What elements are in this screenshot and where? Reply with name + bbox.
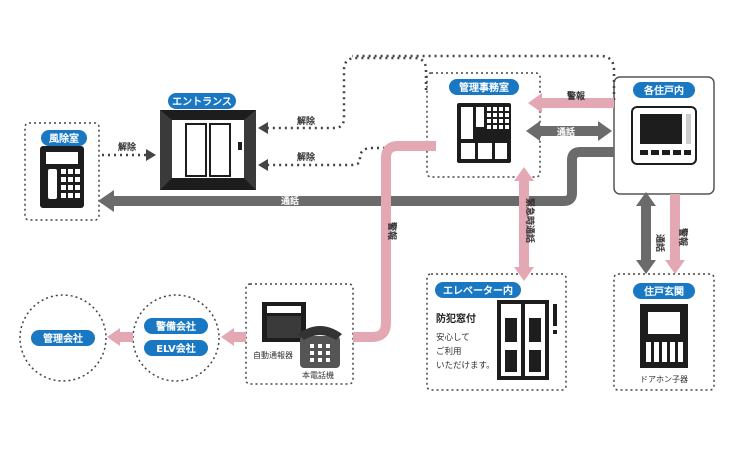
alarm-arrowhead-mgmt: [528, 93, 542, 113]
release-arrowhead-left: [146, 149, 156, 161]
elevator-note-title: 防犯窓付: [436, 312, 476, 325]
unit-door-badge: [633, 283, 695, 299]
auto-reporter-illustration: [262, 302, 306, 342]
unit-door-box: [613, 273, 715, 391]
management-label: 管理事務室: [459, 81, 509, 94]
talk-arrowhead-mgmt: [526, 121, 540, 141]
door-handset-caption: ドアホン子器: [640, 375, 688, 384]
talk-arrowhead-door-down: [636, 260, 656, 274]
emergency-arrowhead-down: [514, 267, 534, 281]
release-text-upper: 解除: [297, 115, 316, 127]
mgmt-company-label: 管理会社: [43, 332, 83, 345]
each-unit-badge: [633, 82, 695, 98]
elevator-note-line1: 安心して: [436, 332, 470, 343]
release-path-top: [352, 54, 616, 100]
talk-arrowhead-unit-up: [636, 192, 656, 206]
elevator-note-line3: いただけます。: [436, 361, 495, 371]
talk-arrowhead-vestibule: [98, 190, 114, 212]
release-path-lower: [268, 146, 427, 167]
management-console-illustration: [457, 103, 511, 163]
vestibule-label: 風除室: [49, 132, 79, 145]
elevator-box: [426, 273, 567, 391]
release-arrowhead-lower: [258, 159, 268, 171]
release-arrowhead-upper: [258, 122, 268, 134]
elv-badge: [144, 340, 208, 356]
talk-text-mgmt-unit: 通話: [557, 126, 575, 138]
release-path-upper: [268, 56, 428, 130]
talk-arrowhead-unit: [598, 121, 612, 141]
alarm-arrowhead-security: [221, 328, 234, 346]
entrance-door-illustration: [160, 110, 256, 190]
security-label: 警備会社: [155, 320, 196, 333]
elevator-badge: [435, 282, 521, 298]
entrance-badge: [168, 93, 236, 109]
security-company-circle: [132, 294, 220, 382]
emergency-talk-text: 緊急時通話: [524, 198, 536, 243]
talk-text-main: 通話: [281, 195, 299, 207]
unit-door-label: 住戸玄関: [644, 285, 684, 298]
elevator-label: エレベーター内: [443, 284, 513, 297]
alarm-path-reporter-mgmt: [353, 141, 436, 342]
alarm-text-unit-mgmt: 警報: [567, 90, 586, 102]
vestibule-box: [24, 122, 100, 221]
talk-text-door: 通話: [654, 234, 666, 252]
alarm-text-door: 警報: [677, 228, 689, 247]
talk-path-unit-vestibule: [112, 147, 614, 206]
mgmt-company-badge: [31, 330, 95, 346]
mgmt-company-circle: [19, 294, 107, 382]
elevator-note-line2: ご利用: [436, 346, 462, 357]
alarm-arrowhead-door: [665, 260, 685, 274]
management-badge: [449, 79, 519, 95]
release-text-left: 解除: [118, 141, 137, 153]
vestibule-panel-illustration: [40, 146, 84, 208]
alarm-arrowhead-mgmt-company: [107, 328, 120, 346]
phone-caption: 本電話機: [302, 370, 334, 380]
elv-label: ELV会社: [156, 342, 196, 355]
management-box: [426, 72, 541, 178]
unit-monitor-illustration: [631, 106, 697, 165]
entrance-label: エントランス: [172, 96, 232, 108]
emergency-arrowhead-up: [514, 167, 534, 181]
door-handset-illustration: [640, 304, 688, 368]
each-unit-label: 各住戸内: [643, 84, 684, 97]
security-badge: [144, 318, 208, 334]
elevator-illustration: [497, 300, 557, 380]
telephone-illustration: [298, 326, 342, 368]
vestibule-badge: [41, 130, 87, 146]
release-text-lower: 解除: [297, 151, 316, 163]
alarm-text-reporter: 警報: [386, 222, 398, 241]
auto-reporter-caption: 自動通報器: [253, 350, 293, 360]
